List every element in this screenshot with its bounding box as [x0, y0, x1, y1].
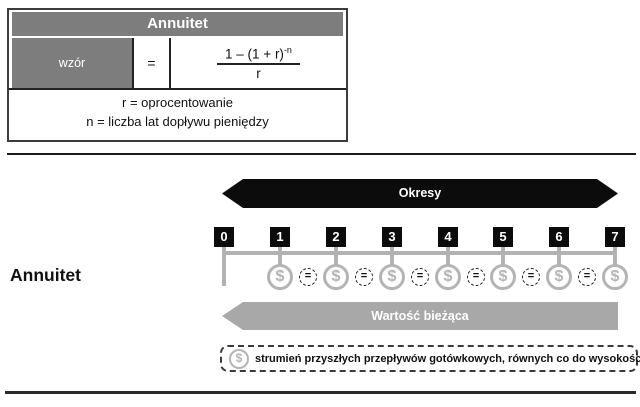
timeline-tick-box-4: 4 — [438, 227, 458, 247]
timeline-tick-mark — [557, 247, 561, 265]
equal-icon: = — [411, 268, 429, 286]
timeline-tick-box-1: 1 — [270, 227, 290, 247]
present-value-arrow: Wartość bieżąca — [222, 302, 618, 330]
timeline-tick-mark — [334, 247, 338, 265]
equal-icon: = — [522, 268, 540, 286]
formula-row-label: wzór — [12, 38, 132, 88]
timeline-tick-box-5: 5 — [493, 227, 513, 247]
timeline-axis — [223, 251, 617, 255]
timeline-tick-box-2: 2 — [326, 227, 346, 247]
cash-icon: $ — [435, 264, 461, 290]
section-title: Annuitet — [10, 265, 81, 285]
cell-divider-line — [169, 38, 171, 88]
legend-text: strumień przyszłych przepływów gotówkowy… — [255, 352, 640, 365]
formula-fraction: 1 – (1 + r)-n r — [171, 38, 346, 88]
timeline-tick-box-6: 6 — [549, 227, 569, 247]
cash-icon: $ — [602, 264, 628, 290]
timeline-tick-mark — [278, 247, 282, 265]
timeline-tick-mark — [222, 247, 226, 286]
timeline-tick-box-7: 7 — [605, 227, 625, 247]
horizontal-rule-top — [7, 153, 636, 155]
cash-icon: $ — [546, 264, 572, 290]
numerator-exponent: -n — [283, 44, 292, 55]
legend-box: $ strumień przyszłych przepływów gotówko… — [220, 345, 640, 372]
fraction-numerator: 1 – (1 + r)-n — [217, 45, 300, 66]
cash-icon: $ — [323, 264, 349, 290]
timeline-tick-mark — [613, 247, 617, 265]
cash-icon: $ — [267, 264, 293, 290]
formula-notes: r = oprocentowanie n = liczba lat dopływ… — [9, 93, 346, 131]
equal-icon: = — [467, 268, 485, 286]
fraction-denominator: r — [256, 66, 261, 82]
equal-icon: = — [578, 268, 596, 286]
equals-sign: = — [147, 55, 156, 71]
cash-icon: $ — [490, 264, 516, 290]
horizontal-rule-bottom — [5, 391, 636, 394]
timeline-tick-mark — [501, 247, 505, 265]
timeline-tick-mark — [390, 247, 394, 265]
timeline-tick-box-3: 3 — [382, 227, 402, 247]
note-line-r: r = oprocentowanie — [122, 95, 233, 110]
note-line-n: n = liczba lat dopływu pieniędzy — [86, 114, 269, 129]
table-separator-line — [9, 88, 346, 90]
numerator-base: 1 – (1 + r) — [225, 46, 284, 62]
cash-icon: $ — [379, 264, 405, 290]
annuity-formula-table: Annuitet wzór = 1 – (1 + r)-n r r = opro… — [7, 8, 348, 142]
table-title: Annuitet — [12, 12, 343, 36]
equal-icon: = — [299, 268, 317, 286]
periods-arrow: Okresy — [222, 179, 618, 208]
equal-icon: = — [355, 268, 373, 286]
timeline-tick-box-0: 0 — [214, 227, 234, 247]
cash-icon: $ — [229, 348, 249, 369]
cell-divider-line — [132, 38, 134, 88]
timeline-tick-mark — [446, 247, 450, 265]
